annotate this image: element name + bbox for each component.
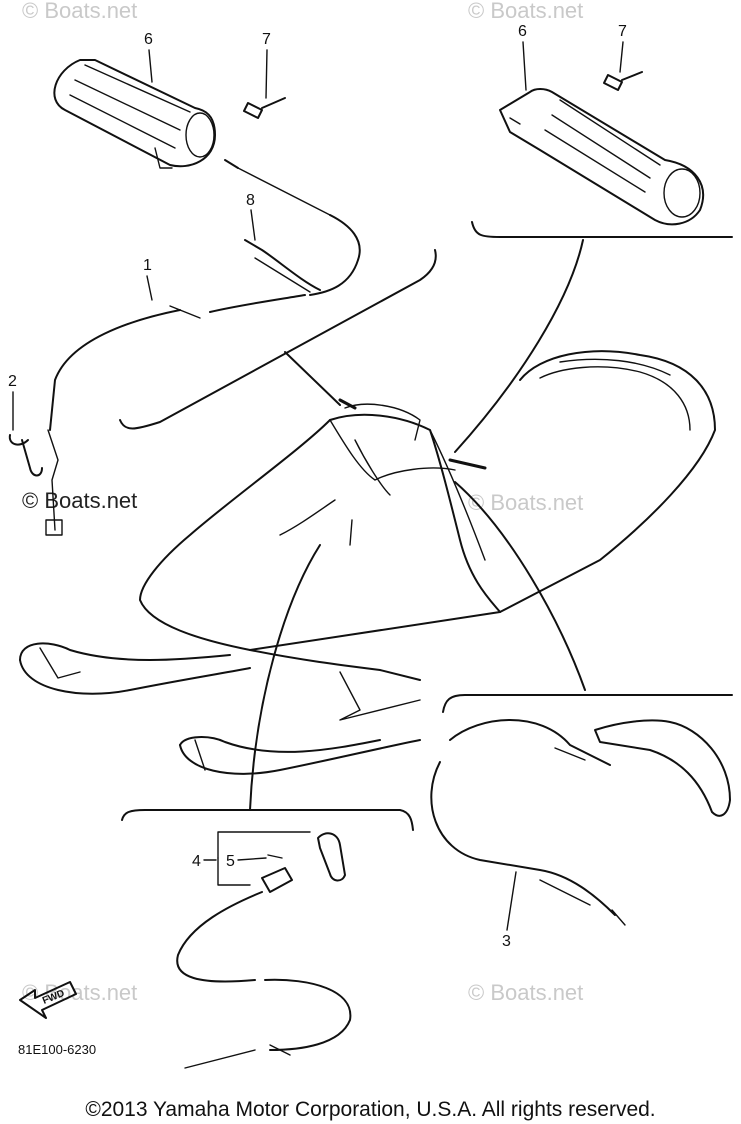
clip-illustration bbox=[8, 434, 43, 477]
callout-6-left: 6 bbox=[144, 31, 153, 48]
throttle-cable-illustration bbox=[45, 159, 361, 536]
diagram-code: 81E100-6230 bbox=[18, 1042, 96, 1057]
inset-divider-top-right bbox=[471, 221, 733, 238]
callout-7-left: 7 bbox=[262, 31, 271, 48]
pointer-switch bbox=[249, 544, 321, 811]
watermark-mid-left: © Boats.net bbox=[22, 488, 137, 513]
callout-4: 4 bbox=[192, 853, 201, 870]
pointer-left-grip bbox=[284, 351, 341, 406]
watermark-bottom-left: © Boats.net bbox=[22, 980, 137, 1005]
screw-right-illustration bbox=[603, 71, 643, 91]
callout-7-right: 7 bbox=[618, 23, 627, 40]
brake-cable-illustration bbox=[430, 719, 731, 926]
callout-5: 5 bbox=[226, 853, 235, 870]
watermark-top-right: © Boats.net bbox=[468, 0, 583, 23]
inset-divider-top-left bbox=[119, 249, 437, 430]
callout-6-right: 6 bbox=[518, 23, 527, 40]
grip-right-illustration bbox=[499, 88, 705, 226]
inset-divider-bottom-right bbox=[442, 694, 733, 713]
pointer-brake-cable bbox=[454, 481, 586, 691]
callout-3: 3 bbox=[502, 933, 511, 950]
watermark-mid-center: © Boats.net bbox=[468, 490, 583, 515]
grip-left-illustration bbox=[53, 59, 216, 169]
switch-cable-illustration bbox=[176, 831, 352, 1069]
callout-1: 1 bbox=[143, 257, 152, 274]
copyright-notice: ©2013 Yamaha Motor Corporation, U.S.A. A… bbox=[85, 1098, 656, 1121]
snowmobile-body bbox=[19, 350, 716, 775]
callout-2: 2 bbox=[8, 373, 17, 390]
watermark-bottom-right: © Boats.net bbox=[468, 980, 583, 1005]
pointer-right-grip bbox=[454, 239, 584, 453]
watermark-top-left: © Boats.net bbox=[22, 0, 137, 23]
fwd-arrow-icon: FWD bbox=[19, 981, 77, 1019]
inset-divider-bottom-left bbox=[121, 809, 414, 831]
screw-left-illustration bbox=[243, 97, 286, 119]
callout-8: 8 bbox=[246, 192, 255, 209]
